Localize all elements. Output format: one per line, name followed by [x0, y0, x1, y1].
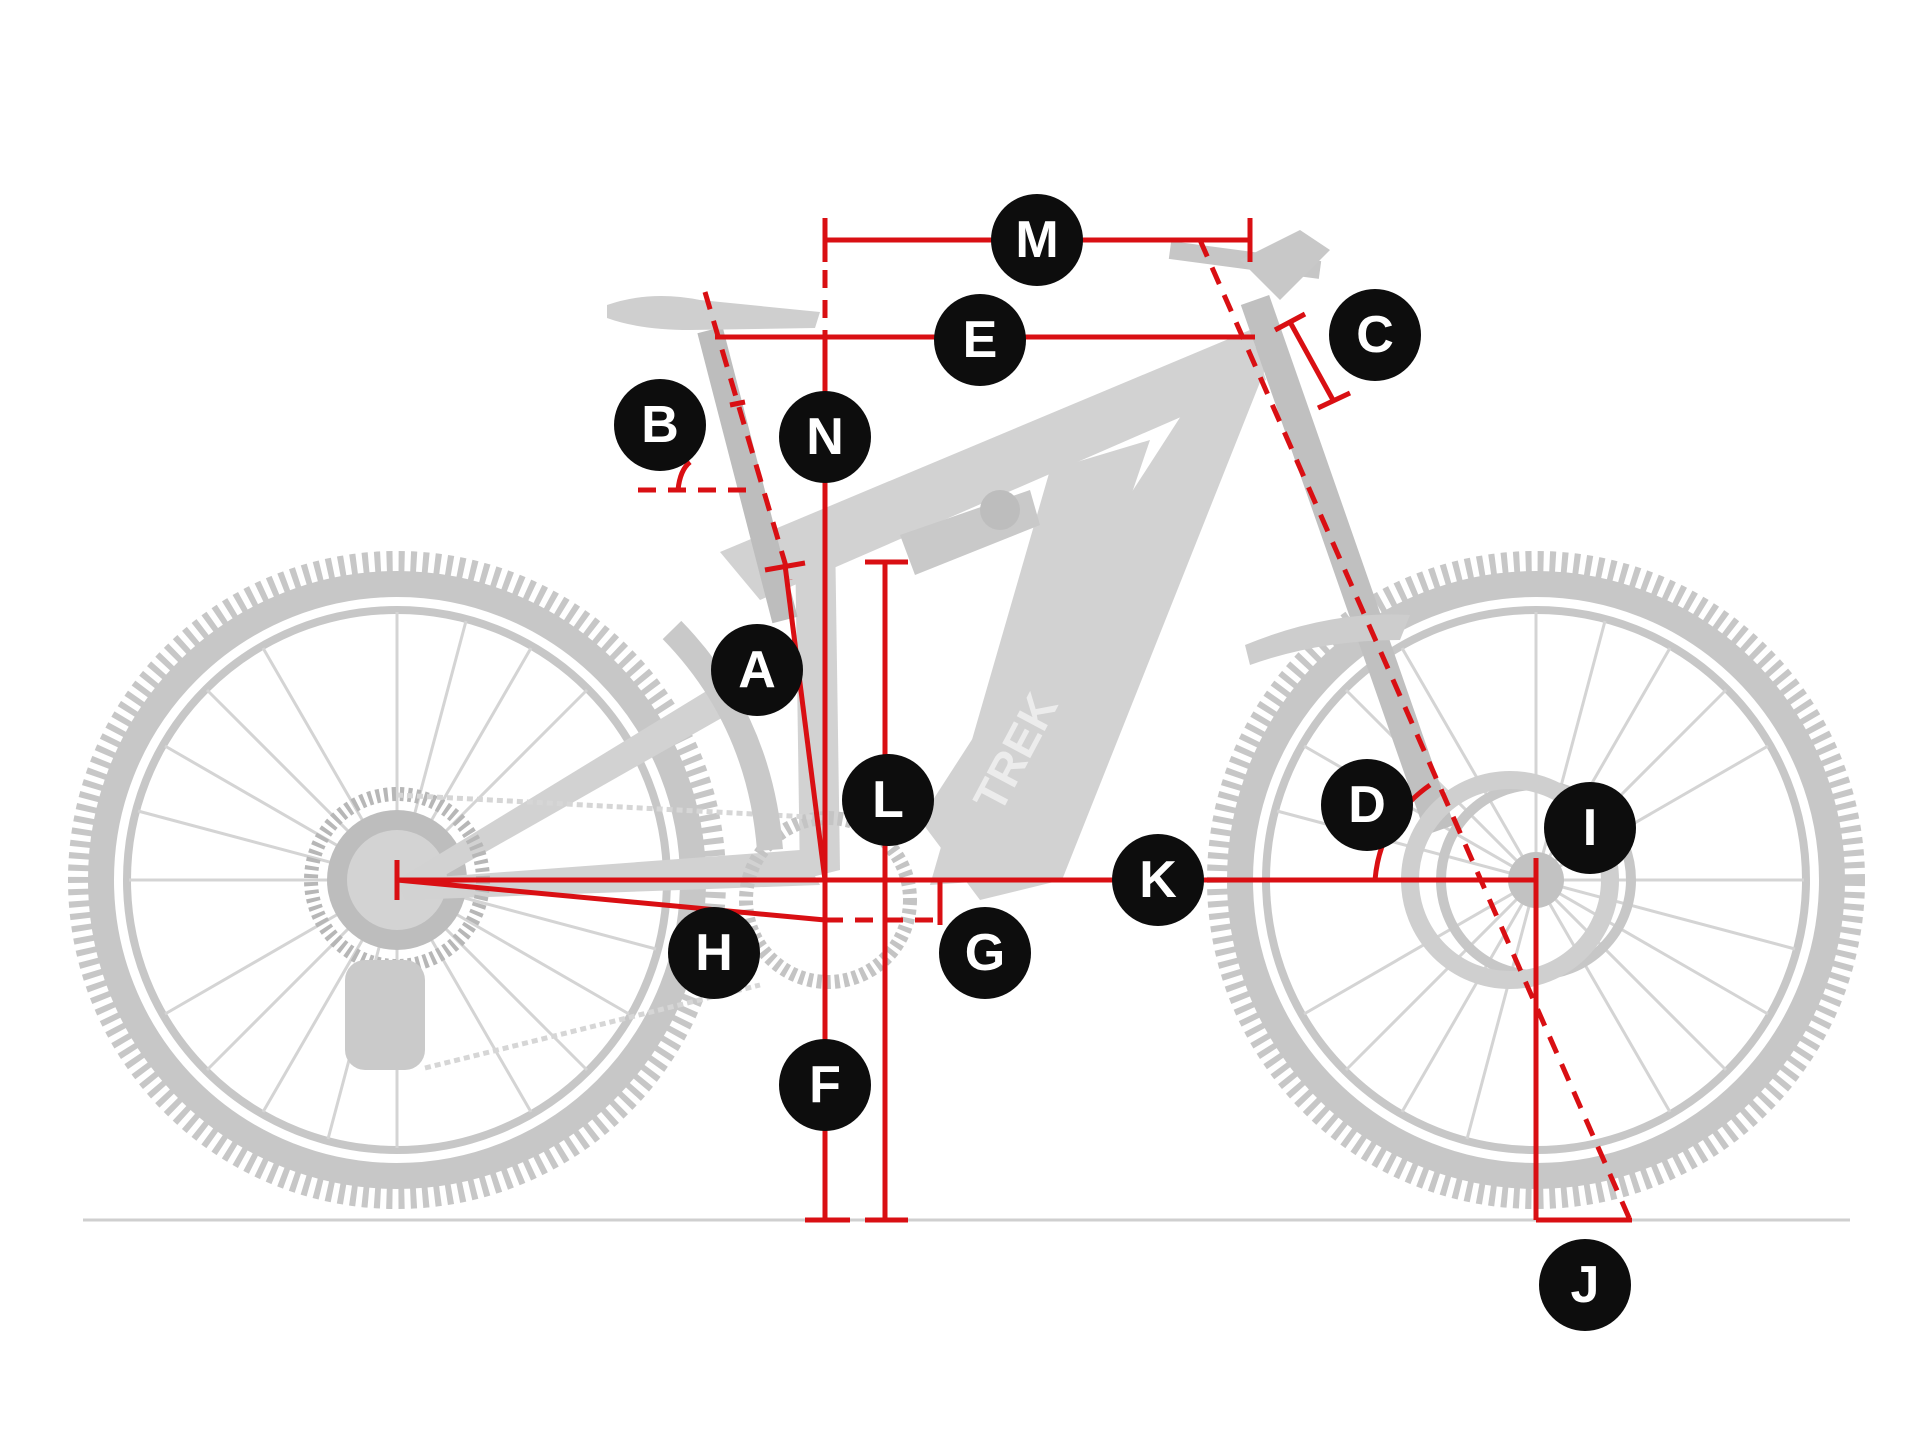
- marker-h: H: [668, 907, 760, 999]
- svg-text:L: L: [872, 771, 904, 829]
- marker-i: I: [1544, 782, 1636, 874]
- svg-text:C: C: [1356, 306, 1394, 364]
- svg-text:M: M: [1015, 211, 1058, 269]
- marker-b: B: [614, 379, 706, 471]
- marker-k: K: [1112, 834, 1204, 926]
- svg-text:G: G: [965, 924, 1005, 982]
- marker-n: N: [779, 391, 871, 483]
- svg-text:K: K: [1139, 851, 1177, 909]
- frame: TREK: [397, 330, 1272, 900]
- marker-a: A: [711, 624, 803, 716]
- marker-g: G: [939, 907, 1031, 999]
- seat-assembly: [607, 296, 820, 624]
- svg-text:A: A: [738, 641, 776, 699]
- marker-m: M: [991, 194, 1083, 286]
- marker-c: C: [1329, 289, 1421, 381]
- marker-l: L: [842, 754, 934, 846]
- svg-text:J: J: [1571, 1256, 1600, 1314]
- rear-fender: [662, 620, 783, 852]
- svg-text:I: I: [1583, 799, 1597, 857]
- svg-text:D: D: [1348, 776, 1386, 834]
- svg-text:N: N: [806, 408, 844, 466]
- rear-shock: [900, 490, 1040, 575]
- svg-text:E: E: [963, 311, 998, 369]
- marker-j: J: [1539, 1239, 1631, 1331]
- svg-text:H: H: [695, 924, 733, 982]
- marker-f: F: [779, 1039, 871, 1131]
- marker-e: E: [934, 294, 1026, 386]
- marker-d: D: [1321, 759, 1413, 851]
- svg-text:F: F: [809, 1056, 841, 1114]
- svg-text:B: B: [641, 396, 679, 454]
